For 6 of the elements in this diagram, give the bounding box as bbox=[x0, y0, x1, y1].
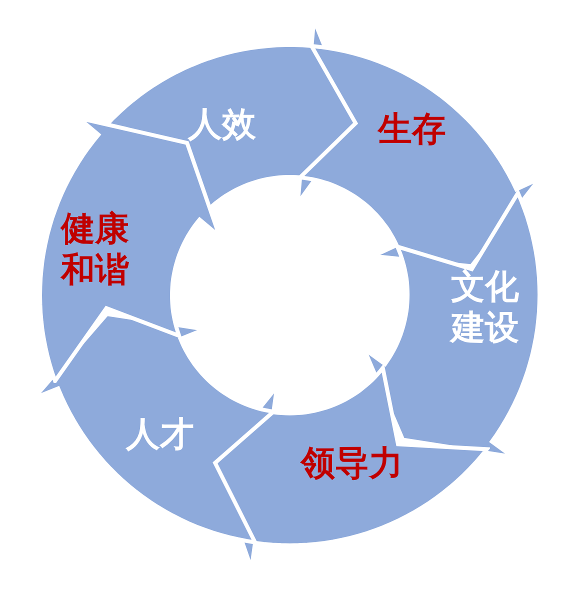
segment-label: 领导力 bbox=[300, 444, 403, 484]
segment-label: 人才 bbox=[126, 414, 194, 456]
segment-label: 健康和谐 bbox=[59, 209, 130, 291]
segment-label: 人效 bbox=[188, 104, 256, 146]
segment-label: 文化建设 bbox=[448, 267, 520, 349]
segment-label: 生存 bbox=[378, 110, 446, 150]
